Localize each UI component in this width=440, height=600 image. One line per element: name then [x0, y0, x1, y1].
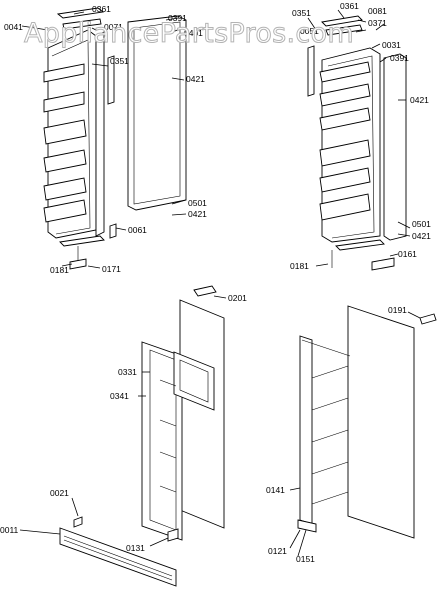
- freezer-door-assembly: [43, 7, 187, 270]
- fresh-food-door-assembly: [307, 15, 407, 271]
- callouts-bottom-left: 0201 0331 0341 0021 0011 0131: [0, 293, 247, 553]
- watermark: AppliancePartsPros.com: [24, 18, 354, 49]
- callout-0391: 0391: [390, 53, 409, 63]
- callout-0021: 0021: [50, 488, 69, 498]
- callout-0141: 0141: [266, 485, 285, 495]
- freezer-door-panel: [59, 285, 225, 587]
- callout-0181: 0181: [290, 261, 309, 271]
- callouts-top-left: 0361 0041 0071 0351 0391 0401 0421 0061 …: [4, 4, 207, 275]
- callout-0081: 0081: [368, 6, 387, 16]
- callout-0341: 0341: [110, 391, 129, 401]
- callout-0161: 0161: [398, 249, 417, 259]
- callout-0121: 0121: [268, 546, 287, 556]
- callout-0501: 0501: [188, 198, 207, 208]
- callout-0181: 0181: [50, 265, 69, 275]
- callout-0071: 0071: [104, 22, 123, 32]
- callout-0421: 0421: [412, 231, 431, 241]
- callout-0421: 0421: [410, 95, 429, 105]
- leader-lines: [19, 9, 421, 557]
- callout-0361: 0361: [340, 1, 359, 11]
- callout-0031: 0031: [382, 40, 401, 50]
- callout-0361: 0361: [92, 4, 111, 14]
- callout-0171: 0171: [102, 264, 121, 274]
- callout-0371: 0371: [368, 18, 387, 28]
- callout-0041: 0041: [4, 22, 23, 32]
- callout-0391: 0391: [168, 13, 187, 23]
- callout-0421: 0421: [186, 74, 205, 84]
- callout-0051: 0051: [300, 26, 319, 36]
- callout-0351: 0351: [292, 8, 311, 18]
- callout-0151: 0151: [296, 554, 315, 564]
- callout-0421: 0421: [188, 209, 207, 219]
- callout-0011: 0011: [0, 525, 19, 535]
- callout-0501: 0501: [412, 219, 431, 229]
- callout-0351: 0351: [110, 56, 129, 66]
- callout-0201: 0201: [228, 293, 247, 303]
- callout-0131: 0131: [126, 543, 145, 553]
- callouts-bottom-right: 0191 0141 0121 0151: [266, 305, 407, 564]
- callouts-top-right: 0351 0361 0081 0051 0371 0031 0391 0421 …: [290, 1, 431, 271]
- callout-0331: 0331: [118, 367, 137, 377]
- callout-0401: 0401: [184, 28, 203, 38]
- callout-0191: 0191: [388, 305, 407, 315]
- fresh-food-door-panel: [297, 305, 437, 539]
- callout-0061: 0061: [128, 225, 147, 235]
